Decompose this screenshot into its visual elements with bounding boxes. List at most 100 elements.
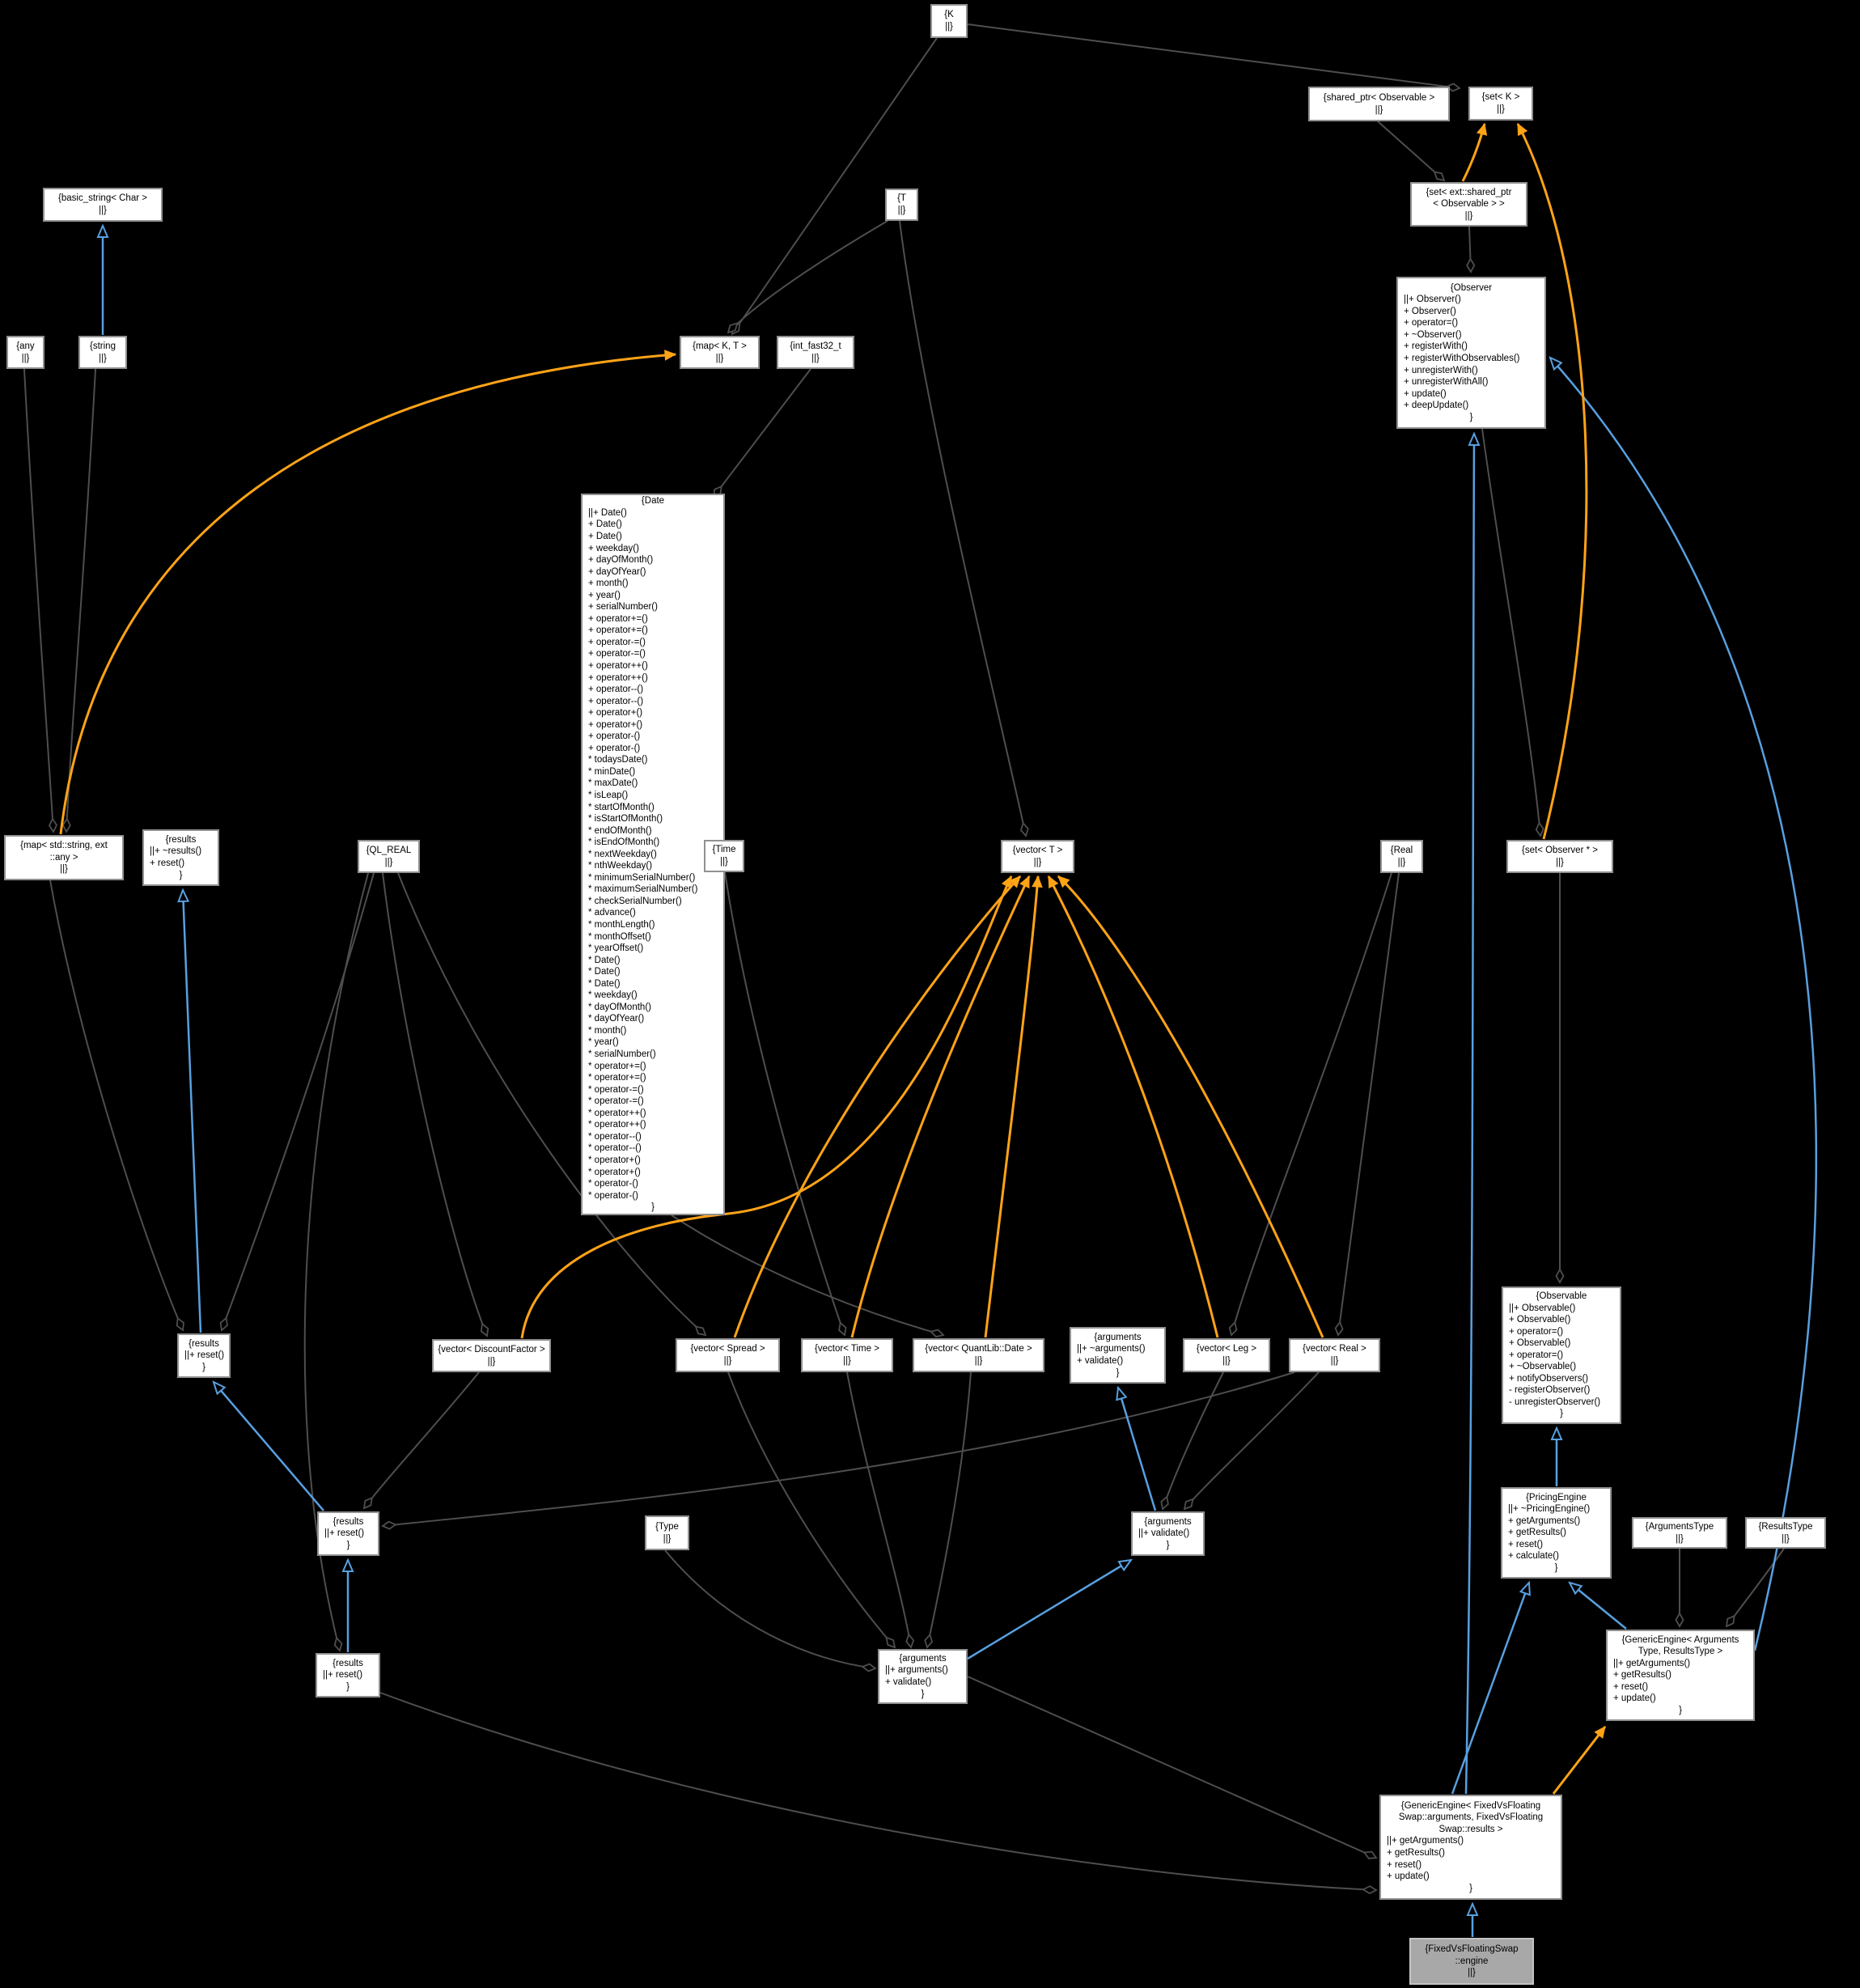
- class-node-line: ||}: [715, 353, 724, 363]
- class-node-vector-discountfactor[interactable]: {vector< DiscountFactor >||}: [432, 1339, 551, 1372]
- class-node-title: {PricingEngine: [1526, 1492, 1587, 1503]
- class-node-vector-time[interactable]: {vector< Time >||}: [801, 1338, 893, 1372]
- class-node-int-fast32-t[interactable]: {int_fast32_t||}: [777, 336, 854, 369]
- class-node-line: ||+ reset(): [323, 1670, 363, 1681]
- class-node-line: * startOfMonth(): [588, 802, 655, 812]
- edge-aggregation-k-to-map-k-t: [731, 37, 938, 336]
- class-node-any[interactable]: {any||}: [6, 336, 44, 369]
- class-node-title: {Observable: [1536, 1291, 1587, 1301]
- class-node-line: + month(): [588, 579, 629, 589]
- class-node-arguments-type[interactable]: {ArgumentsType||}: [1632, 1517, 1727, 1549]
- class-node-line: }: [202, 1362, 205, 1372]
- class-node-arguments-fixedvsfloating[interactable]: {arguments||+ arguments()+ validate()}: [878, 1649, 968, 1704]
- class-node-line: ||}: [1330, 1356, 1339, 1366]
- edge-aggregation-results-type-to-generic-engine-template: [1725, 1548, 1785, 1628]
- class-node-title: {ResultsType: [1758, 1521, 1813, 1532]
- class-node-line: * year(): [588, 1037, 619, 1048]
- class-node-line: + year(): [588, 590, 621, 600]
- class-node-line: ||}: [1033, 857, 1042, 867]
- class-node-line: }: [1560, 1409, 1563, 1419]
- class-node-line: + operator-(): [588, 743, 641, 753]
- class-node-line: + update(): [1387, 1871, 1430, 1882]
- class-node-title: {results: [333, 1658, 363, 1668]
- class-node-vector-spread[interactable]: {vector< Spread >||}: [676, 1338, 780, 1372]
- class-node-line: ||}: [1676, 1533, 1684, 1544]
- class-node-pricing-engine[interactable]: {PricingEngine||+ ~PricingEngine()+ getA…: [1501, 1487, 1612, 1579]
- class-node-time[interactable]: {Time||}: [704, 840, 744, 872]
- edge-inheritance-generic-engine-template-to-observer: [1550, 358, 1818, 1651]
- class-node-title: {results: [189, 1338, 219, 1349]
- class-node-set-ext-shared-ptr[interactable]: {set< ext::shared_ptr< Observable > >||}: [1410, 182, 1527, 227]
- class-node-arguments-swap[interactable]: {arguments||+ validate()}: [1131, 1511, 1205, 1556]
- edge-aggregation-vector-spread-to-arguments-fixedvsfloating: [727, 1371, 896, 1649]
- edge-aggregation-set-ext-shared-ptr-to-observer: [1466, 226, 1476, 273]
- class-node-line: + reset(): [1387, 1859, 1422, 1870]
- edge-template-map-string-any-to-map-k-t: [59, 350, 677, 835]
- class-node-map-k-t[interactable]: {map< K, T >||}: [680, 336, 760, 369]
- class-node-set-k[interactable]: {set< K >||}: [1468, 87, 1533, 121]
- class-node-arguments-pricingengine[interactable]: {arguments||+ ~arguments()+ validate()}: [1070, 1327, 1166, 1384]
- class-node-line: ||+ getArguments(): [1387, 1836, 1464, 1846]
- class-node-ql-real[interactable]: {QL_REAL||}: [358, 840, 420, 873]
- class-node-line: ||}: [1464, 210, 1473, 221]
- class-node-basic-string[interactable]: {basic_string< Char >||}: [43, 188, 163, 222]
- class-node-shared-ptr-observable[interactable]: {shared_ptr< Observable >||}: [1308, 87, 1450, 121]
- class-node-string[interactable]: {string||}: [78, 336, 127, 369]
- class-node-results-pricingengine[interactable]: {results||+ ~results()+ reset()}: [142, 829, 219, 886]
- edge-template-vector-quantlib-date-to-vector-t: [984, 875, 1043, 1338]
- class-node-line: + reset(): [1613, 1681, 1649, 1692]
- edge-inheritance-arguments-fixedvsfloating-to-arguments-swap: [967, 1560, 1131, 1660]
- class-node-vector-real[interactable]: {vector< Real > ||}: [1289, 1338, 1380, 1372]
- class-node-line: ||}: [974, 1356, 983, 1366]
- edge-aggregation-int-fast32-t-to-date: [712, 368, 811, 498]
- class-node-observer[interactable]: {Observer||+ Observer()+ Observer()+ ope…: [1396, 277, 1546, 429]
- class-node-line: + validate(): [1077, 1356, 1124, 1366]
- class-node-line: + Observable(): [1509, 1315, 1571, 1325]
- class-node-results-type[interactable]: {ResultsType||}: [1745, 1517, 1826, 1549]
- class-node-real[interactable]: {Real||}: [1380, 840, 1423, 873]
- class-node-title: {set< Observer * >: [1522, 845, 1598, 855]
- class-node-title: {FixedVsFloatingSwap: [1425, 1944, 1519, 1955]
- class-node-title: {vector< Real >: [1303, 1344, 1366, 1354]
- class-node-line: + operator+(): [588, 708, 643, 718]
- class-node-results-swap[interactable]: {results||+ reset()}: [317, 1511, 379, 1556]
- edge-aggregation-results-fixedvsfloating-to-generic-engine-fixedvsfloating: [379, 1692, 1378, 1895]
- class-node-line: < Observable > >: [1433, 199, 1505, 210]
- class-node-line: ||+ Observer(): [1404, 295, 1461, 305]
- class-node-line: * minimumSerialNumber(): [588, 872, 696, 883]
- class-node-vector-t[interactable]: {vector< T >||}: [1001, 840, 1074, 873]
- class-node-title: {Real: [1390, 845, 1413, 855]
- class-node-results-instrument[interactable]: {results||+ reset()}: [177, 1333, 231, 1378]
- class-node-set-observer-ptr[interactable]: {set< Observer * >||}: [1506, 840, 1613, 873]
- edge-aggregation-any-to-map-string-any: [23, 368, 58, 833]
- class-node-type[interactable]: {Type||}: [645, 1515, 689, 1550]
- class-node-k[interactable]: {K||}: [930, 4, 968, 38]
- class-node-title: {vector< Spread >: [690, 1344, 765, 1354]
- class-node-line: + operator+=(): [588, 625, 648, 636]
- class-node-t[interactable]: {T||}: [885, 189, 918, 221]
- edge-inheritance-results-swap-to-results-instrument: [214, 1382, 324, 1511]
- class-node-observable[interactable]: {Observable||+ Observable()+ Observable(…: [1502, 1286, 1621, 1424]
- edge-aggregation-t-to-vector-t: [899, 220, 1029, 837]
- class-node-line: }: [1679, 1705, 1682, 1715]
- class-node-line: ||+ Date(): [588, 507, 627, 518]
- class-node-line: + dayOfYear(): [588, 566, 646, 577]
- edge-aggregation-k-to-set-k: [967, 23, 1461, 92]
- class-node-map-string-any[interactable]: {map< std::string, ext::any >||}: [4, 835, 124, 880]
- class-node-line: ||+ reset(): [324, 1528, 365, 1539]
- edge-template-generic-engine-fixedvsfloating-to-generic-engine-template: [1552, 1726, 1607, 1795]
- class-node-line: * operator+(): [588, 1155, 641, 1165]
- class-node-results-fixedvsfloating[interactable]: {results||+ reset()}: [316, 1653, 380, 1698]
- class-node-line: + registerWithObservables(): [1404, 354, 1520, 363]
- class-node-line: + notifyObservers(): [1509, 1373, 1589, 1384]
- class-node-line: * operator+=(): [588, 1073, 646, 1083]
- class-node-vector-quantlib-date[interactable]: {vector< QuantLib::Date >||}: [913, 1338, 1044, 1372]
- class-node-vector-leg[interactable]: {vector< Leg >||}: [1183, 1338, 1270, 1372]
- class-node-line: + operator++(): [588, 660, 648, 671]
- class-node-date[interactable]: {Date||+ Date()+ Date()+ Date()+ weekday…: [581, 494, 725, 1215]
- class-node-line: Type, ResultsType >: [1638, 1647, 1723, 1657]
- edge-aggregation-date-to-vector-quantlib-date: [671, 1214, 945, 1338]
- class-node-line: + weekday(): [588, 543, 639, 553]
